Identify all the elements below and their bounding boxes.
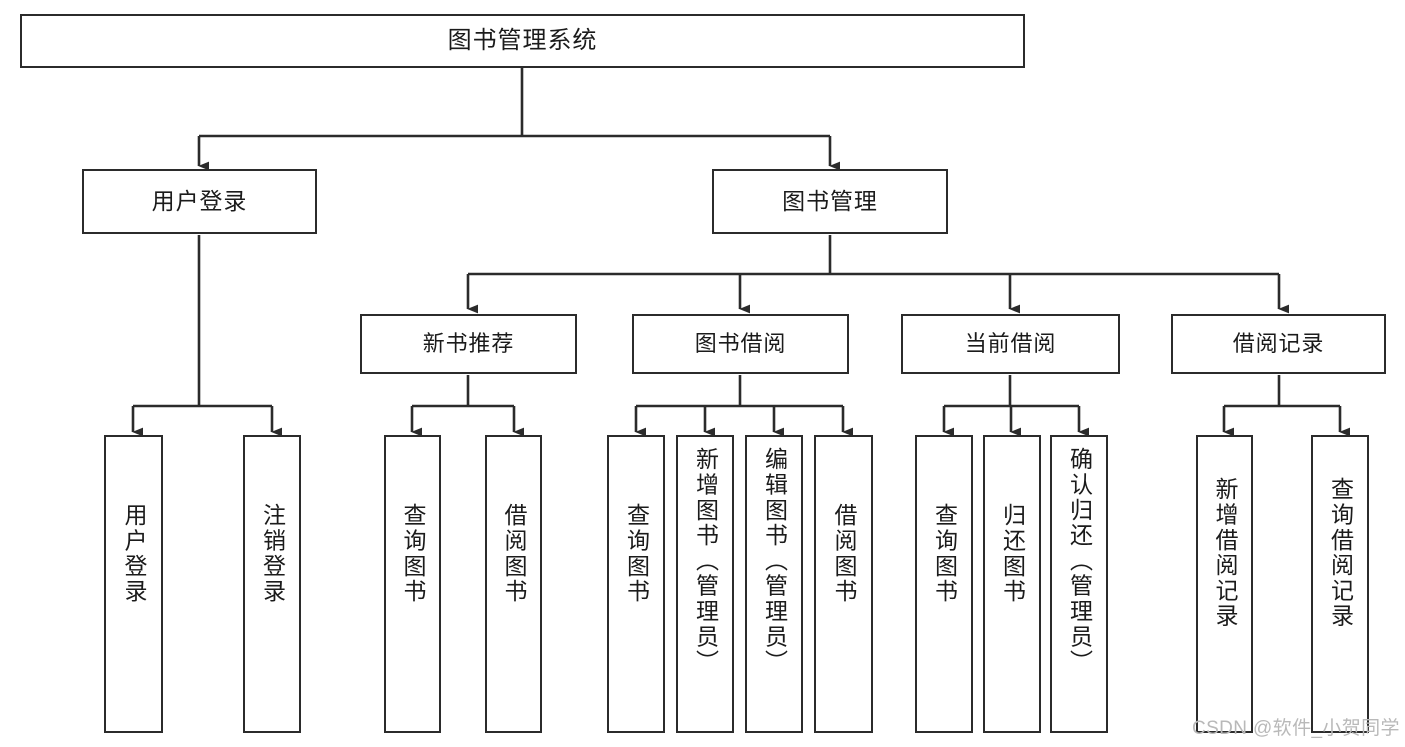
node-root-label: 图书管理系统 — [447, 26, 598, 54]
csdn-watermark: CSDN @软件_小贺同学 — [1192, 718, 1400, 739]
leaf-recommend-borrow-book-label: 借阅图书 — [501, 503, 527, 605]
leaf-user-login-label: 用户登录 — [121, 503, 147, 605]
leaf-borrow-query-book-label: 查询图书 — [623, 503, 650, 605]
leaf-add-borrow-record-label: 新增借阅记录 — [1212, 477, 1238, 629]
leaf-borrow-book[interactable]: 借阅图书 — [814, 435, 873, 733]
node-borrow-record[interactable]: 借阅记录 — [1171, 314, 1386, 374]
node-user-login-label: 用户登录 — [151, 187, 248, 214]
leaf-logout[interactable]: 注销登录 — [243, 435, 301, 733]
leaf-recommend-borrow-book[interactable]: 借阅图书 — [485, 435, 542, 733]
edge-user-login-to-leaves — [131, 235, 283, 437]
leaf-return-book-label: 归还图书 — [999, 503, 1026, 605]
leaf-edit-book-admin[interactable]: 编辑图书（管理员） — [745, 435, 803, 733]
node-book-management[interactable]: 图书管理 — [712, 169, 948, 234]
node-new-book-recommend-label: 新书推荐 — [422, 330, 515, 356]
leaf-confirm-return-admin-label: 确认归还（管理员） — [1066, 447, 1093, 675]
leaf-return-book[interactable]: 归还图书 — [983, 435, 1041, 733]
node-book-management-label: 图书管理 — [782, 187, 878, 214]
edge-borrow-record-to-leaves — [1222, 375, 1351, 437]
leaf-recommend-query-book-label: 查询图书 — [400, 503, 426, 605]
leaf-add-borrow-record[interactable]: 新增借阅记录 — [1196, 435, 1253, 733]
node-current-borrow[interactable]: 当前借阅 — [901, 314, 1120, 374]
leaf-query-borrow-record-label: 查询借阅记录 — [1327, 477, 1354, 629]
node-borrow-record-label: 借阅记录 — [1232, 330, 1325, 356]
leaf-borrow-query-book[interactable]: 查询图书 — [607, 435, 665, 733]
leaf-current-query-book[interactable]: 查询图书 — [915, 435, 973, 733]
edge-new-book-to-leaves — [410, 375, 525, 437]
edge-book-mgmt-to-level3 — [466, 235, 1290, 314]
node-new-book-recommend[interactable]: 新书推荐 — [360, 314, 577, 374]
leaf-recommend-query-book[interactable]: 查询图书 — [384, 435, 441, 733]
leaf-confirm-return-admin[interactable]: 确认归还（管理员） — [1050, 435, 1108, 733]
node-user-login[interactable]: 用户登录 — [82, 169, 317, 234]
node-book-borrow-label: 图书借阅 — [694, 330, 787, 356]
leaf-borrow-book-label: 借阅图书 — [831, 503, 857, 605]
leaf-add-book-admin-label: 新增图书（管理员） — [692, 447, 719, 675]
node-book-borrow[interactable]: 图书借阅 — [632, 314, 849, 374]
edge-book-borrow-to-leaves — [634, 375, 854, 437]
leaf-logout-label: 注销登录 — [259, 503, 286, 605]
edge-current-borrow-to-leaves — [942, 375, 1090, 437]
node-current-borrow-label: 当前借阅 — [964, 330, 1057, 356]
leaf-edit-book-admin-label: 编辑图书（管理员） — [761, 447, 788, 675]
leaf-current-query-book-label: 查询图书 — [931, 503, 958, 605]
leaf-add-book-admin[interactable]: 新增图书（管理员） — [676, 435, 734, 733]
edge-root-to-level2 — [197, 68, 841, 171]
leaf-user-login[interactable]: 用户登录 — [104, 435, 163, 733]
leaf-query-borrow-record[interactable]: 查询借阅记录 — [1311, 435, 1369, 733]
node-root-library-system[interactable]: 图书管理系统 — [20, 14, 1025, 68]
